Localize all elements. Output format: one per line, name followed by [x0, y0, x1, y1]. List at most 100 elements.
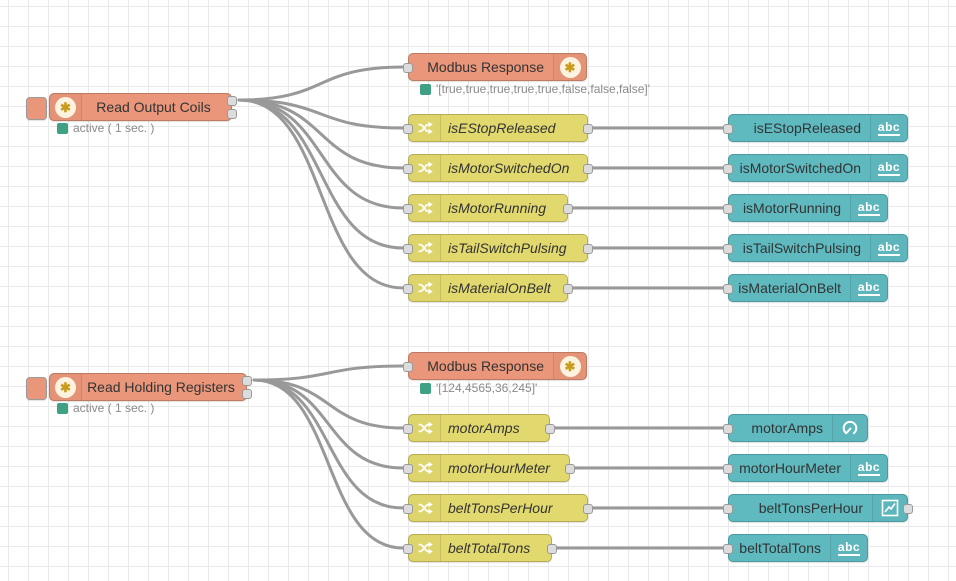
node-label: Read Holding Registers — [87, 379, 235, 395]
node-label: Read Output Coils — [96, 99, 211, 115]
node-icon-area: abc — [830, 535, 867, 561]
change-node[interactable]: beltTonsPerHour — [403, 494, 593, 522]
status-text: active ( 1 sec. ) — [73, 121, 155, 135]
output-port[interactable] — [242, 376, 252, 386]
output-port[interactable] — [227, 96, 237, 106]
input-port[interactable] — [403, 424, 413, 434]
ui-text-node[interactable]: beltTotalTons abc — [723, 534, 868, 562]
ui-text-node[interactable]: isEStopReleased abc — [723, 114, 908, 142]
status-text: active ( 1 sec. ) — [73, 401, 155, 415]
wire[interactable] — [237, 98, 405, 170]
input-port[interactable] — [403, 464, 413, 474]
ui-text-node[interactable]: isMotorSwitchedOn abc — [723, 154, 908, 182]
modbus-read-node[interactable]: ✱ Read Holding Registers — [26, 373, 252, 401]
wire[interactable] — [252, 378, 405, 550]
node-icon-area: abc — [850, 455, 887, 481]
change-node[interactable]: isMotorSwitchedOn — [403, 154, 593, 182]
change-node[interactable]: motorAmps — [403, 414, 555, 442]
node-label: isEStopReleased — [448, 120, 556, 136]
input-port[interactable] — [403, 164, 413, 174]
output-port[interactable] — [583, 504, 593, 514]
output-port[interactable] — [563, 284, 573, 294]
shuffle-icon — [417, 541, 433, 555]
input-port[interactable] — [723, 424, 733, 434]
text-abc-icon: abc — [857, 459, 881, 476]
input-port[interactable] — [723, 284, 733, 294]
node-label: beltTotalTons — [448, 540, 531, 556]
input-port[interactable] — [723, 464, 733, 474]
input-port[interactable] — [403, 63, 413, 73]
status-dot-icon — [57, 402, 68, 414]
modbus-response-node[interactable]: Modbus Response ✱ — [403, 53, 587, 81]
node-label: beltTonsPerHour — [758, 500, 863, 516]
node-icon-area: ✱ — [50, 374, 82, 400]
input-port[interactable] — [403, 124, 413, 134]
ui-text-node[interactable]: motorHourMeter abc — [723, 454, 888, 482]
modbus-read-node[interactable]: ✱ Read Output Coils — [26, 93, 237, 121]
input-port[interactable] — [723, 504, 733, 514]
wire[interactable] — [237, 98, 405, 250]
change-node[interactable]: beltTotalTons — [403, 534, 557, 562]
wire[interactable] — [237, 98, 405, 130]
input-port[interactable] — [723, 544, 733, 554]
node-icon-area: abc — [850, 275, 887, 301]
wire[interactable] — [252, 378, 405, 430]
output-port[interactable] — [583, 244, 593, 254]
modbus-response-node[interactable]: Modbus Response ✱ — [403, 352, 587, 380]
ui-text-node[interactable]: isTailSwitchPulsing abc — [723, 234, 908, 262]
node-icon-area: abc — [870, 235, 907, 261]
input-port[interactable] — [723, 164, 733, 174]
input-port[interactable] — [723, 244, 733, 254]
output-port[interactable] — [583, 164, 593, 174]
output-port[interactable] — [242, 389, 252, 399]
wire[interactable] — [237, 98, 405, 210]
input-port[interactable] — [403, 204, 413, 214]
input-port[interactable] — [403, 244, 413, 254]
output-port[interactable] — [227, 109, 237, 119]
node-icon-area — [832, 415, 867, 441]
node-status: '[true,true,true,true,true,false,false,f… — [420, 82, 650, 96]
wire[interactable] — [237, 98, 405, 290]
input-port[interactable] — [723, 124, 733, 134]
input-port[interactable] — [723, 204, 733, 214]
output-port[interactable] — [903, 504, 913, 514]
node-label: isTailSwitchPulsing — [448, 240, 567, 256]
node-label: motorAmps — [448, 420, 520, 436]
change-node[interactable]: isMotorRunning — [403, 194, 573, 222]
wire[interactable] — [252, 364, 405, 382]
output-port[interactable] — [583, 124, 593, 134]
input-port[interactable] — [403, 362, 413, 372]
input-port[interactable] — [403, 284, 413, 294]
node-label: beltTonsPerHour — [448, 500, 553, 516]
inject-button[interactable] — [26, 377, 47, 400]
ui-text-node[interactable]: isMaterialOnBelt abc — [723, 274, 888, 302]
node-icon-area — [409, 495, 441, 521]
node-status: active ( 1 sec. ) — [57, 401, 154, 415]
change-node[interactable]: isTailSwitchPulsing — [403, 234, 593, 262]
node-icon-area — [409, 195, 441, 221]
inject-button[interactable] — [26, 97, 47, 120]
ui-text-node[interactable]: isMotorRunning abc — [723, 194, 888, 222]
output-port[interactable] — [563, 204, 573, 214]
wire[interactable] — [252, 378, 405, 510]
ui-gauge-node[interactable]: motorAmps — [723, 414, 868, 442]
wire[interactable] — [252, 378, 405, 470]
input-port[interactable] — [403, 544, 413, 554]
output-port[interactable] — [545, 424, 555, 434]
change-node[interactable]: motorHourMeter — [403, 454, 575, 482]
node-label: isMotorRunning — [742, 200, 841, 216]
input-port[interactable] — [403, 504, 413, 514]
change-node[interactable]: isEStopReleased — [403, 114, 593, 142]
node-label: isTailSwitchPulsing — [742, 240, 861, 256]
node-icon-area — [872, 495, 907, 521]
node-icon-area: ✱ — [553, 353, 586, 379]
output-port[interactable] — [547, 544, 557, 554]
output-port[interactable] — [565, 464, 575, 474]
shuffle-icon — [417, 121, 433, 135]
wire[interactable] — [237, 65, 405, 102]
change-node[interactable]: isMaterialOnBelt — [403, 274, 573, 302]
status-dot-icon — [420, 83, 431, 95]
ui-chart-node[interactable]: beltTonsPerHour — [723, 494, 913, 522]
